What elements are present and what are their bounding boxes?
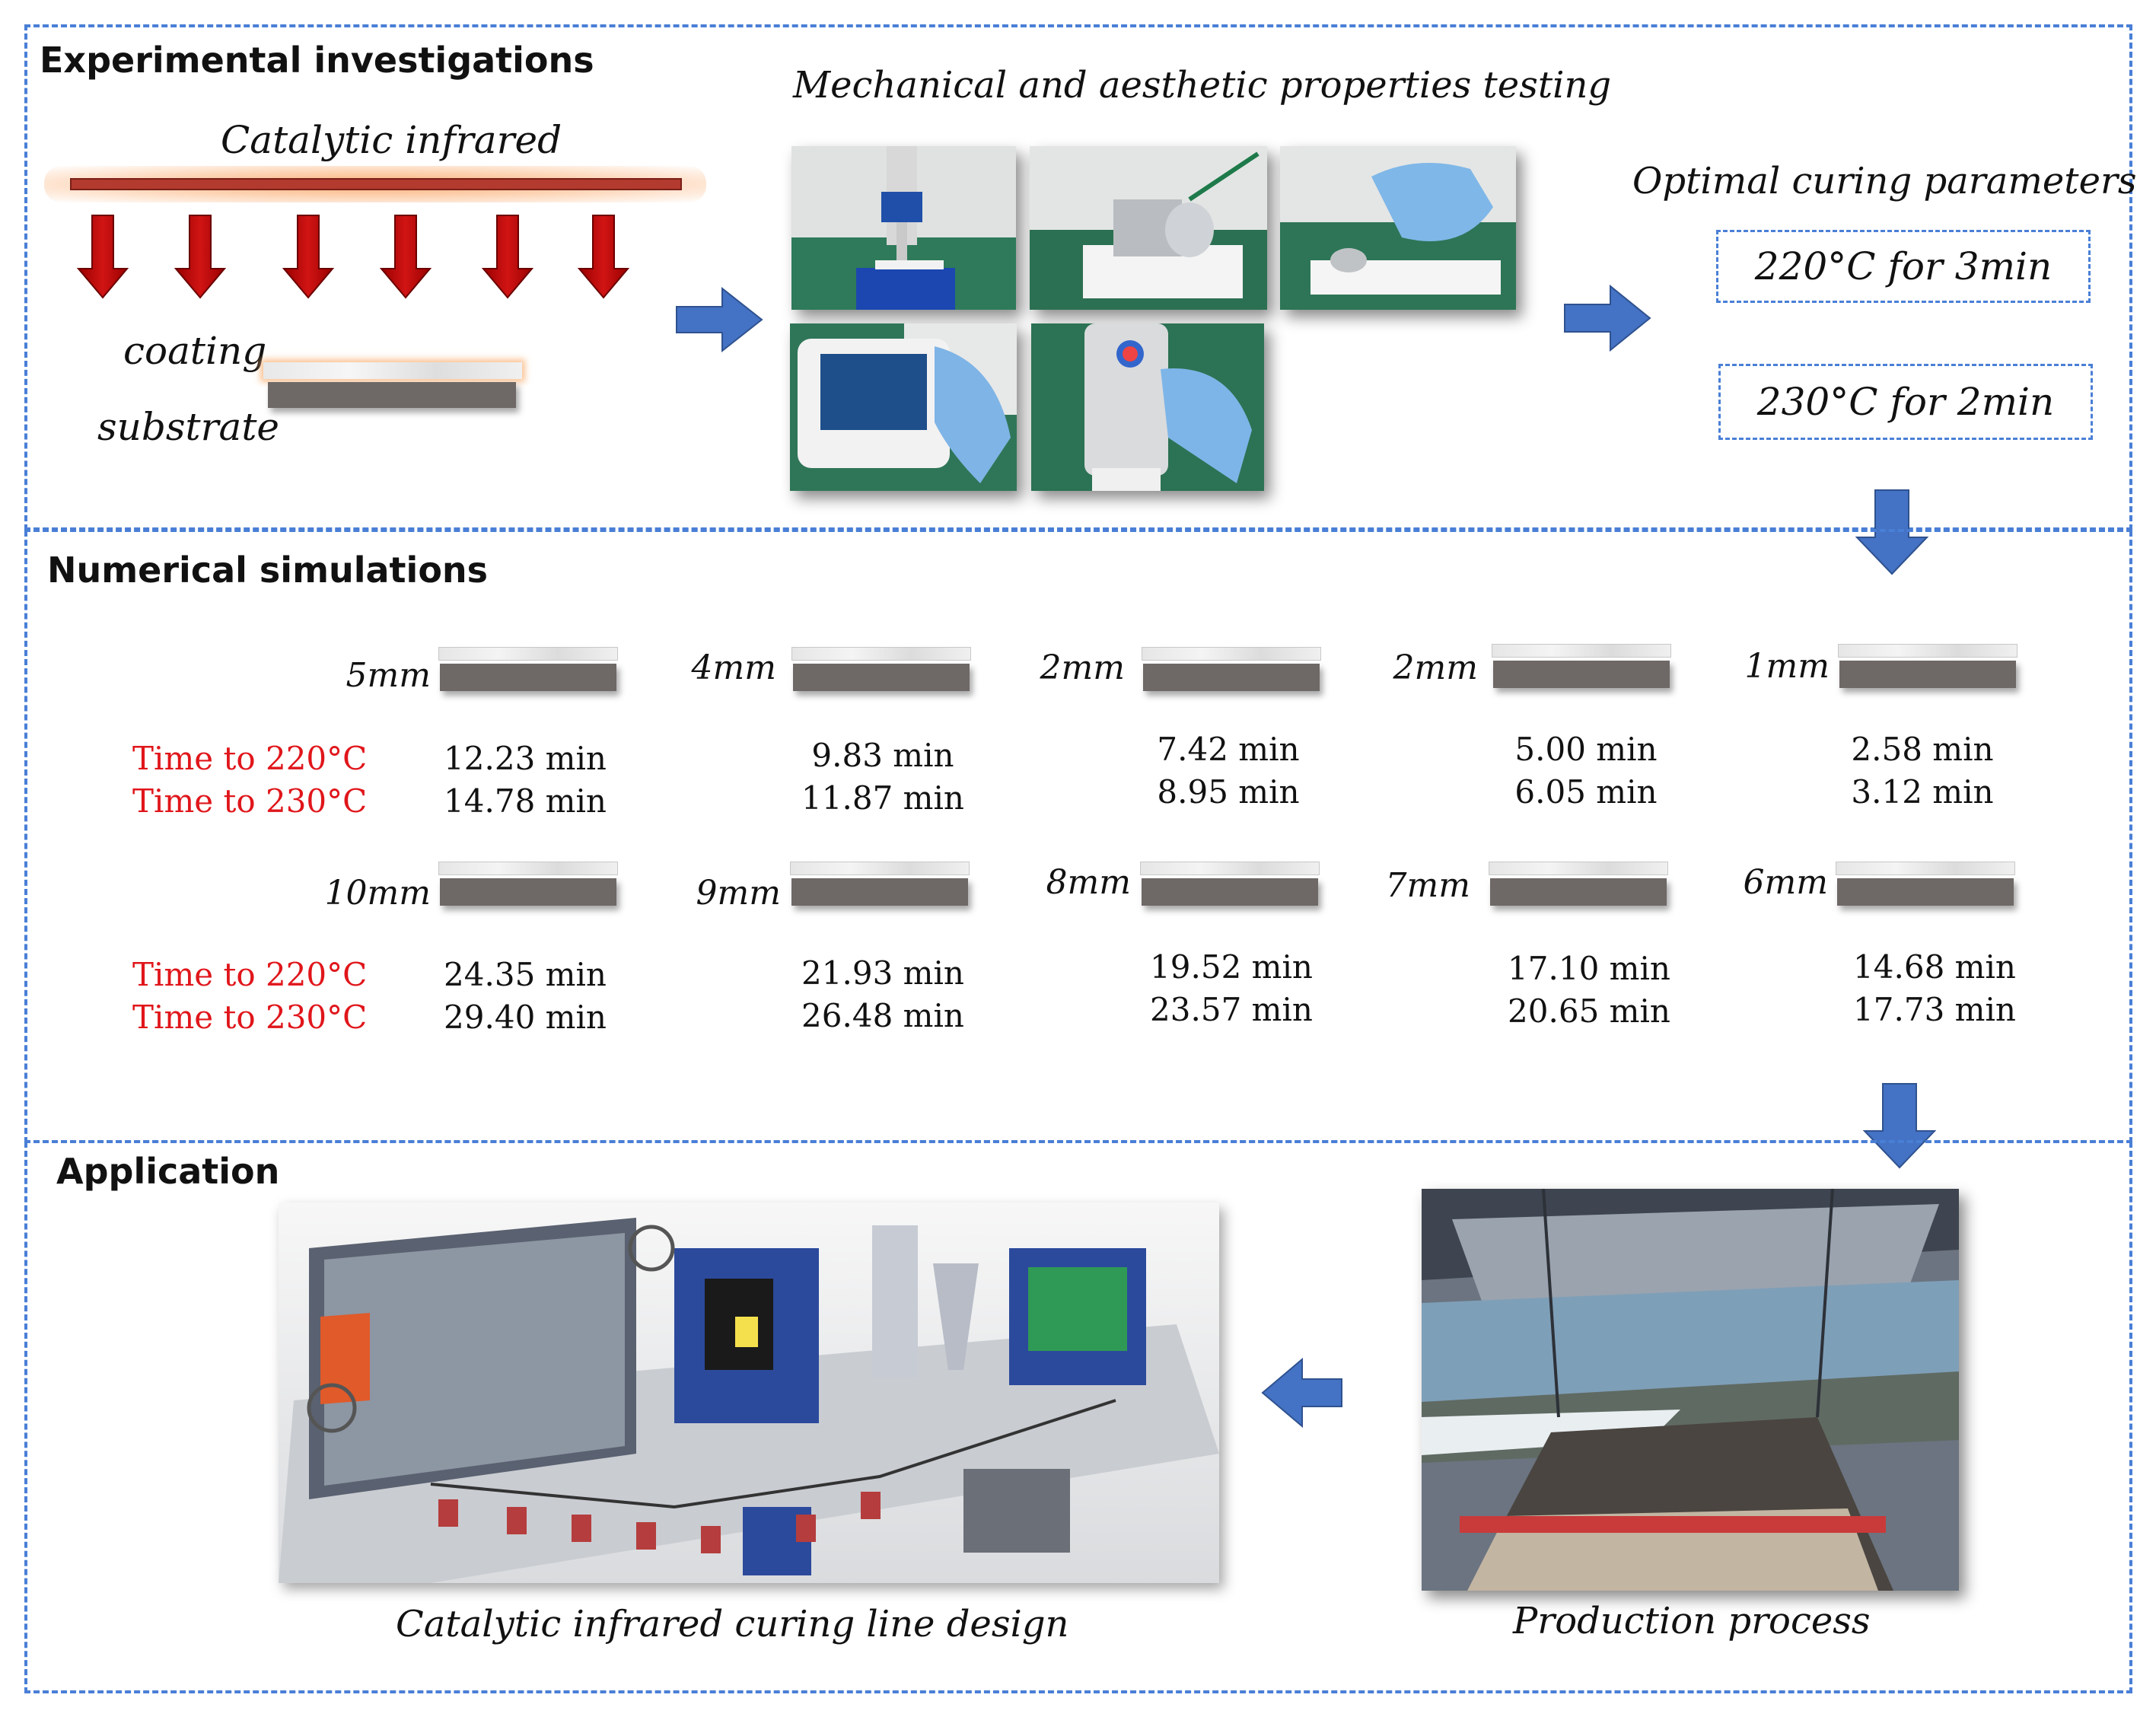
time-220-value: 14.68 min [1853, 948, 2016, 986]
heater-label: Catalytic infrared [221, 118, 562, 162]
optimal-title: Optimal curing parameters [1632, 160, 2137, 202]
sample-panel [1142, 647, 1321, 700]
time-230-value: 29.40 min [444, 999, 607, 1036]
time-220-value: 7.42 min [1157, 731, 1300, 768]
hardness-tester-photo [791, 146, 1016, 310]
sample-panel [790, 862, 970, 915]
thickness-label: 2mm [1393, 648, 1478, 687]
down-arrow-icon [1863, 1083, 1936, 1169]
thickness-label: 10mm [324, 874, 431, 913]
coating-layer [263, 362, 522, 379]
thickness-label: 1mm [1744, 647, 1830, 686]
left-arrow-icon [1261, 1357, 1342, 1429]
divider-line [24, 1140, 2132, 1143]
thickness-label: 8mm [1046, 863, 1131, 902]
substrate-label: substrate [97, 405, 280, 449]
time-220-value: 17.10 min [1508, 950, 1670, 987]
right-arrow-icon [676, 286, 763, 353]
time-230-label: Time to 230°C [132, 782, 368, 820]
param-box-220: 220°C for 3min [1716, 230, 2091, 303]
testing-title: Mechanical and aesthetic properties test… [793, 64, 1612, 107]
thickness-label: 7mm [1385, 866, 1470, 905]
time-220-label: Time to 220°C [132, 740, 368, 777]
spectrophotometer-photo [1031, 323, 1264, 491]
experimental-heading: Experimental investigations [40, 40, 594, 81]
time-220-value: 9.83 min [811, 737, 954, 774]
time-230-value: 26.48 min [801, 997, 964, 1034]
down-arrow-icon [1855, 489, 1928, 575]
colorimeter-photo [790, 323, 1017, 491]
curing-line-render [279, 1203, 1219, 1583]
sample-panel [791, 647, 971, 700]
time-220-value: 24.35 min [444, 956, 607, 993]
adhesion-tester-photo [1030, 146, 1267, 310]
thickness-label: 9mm [696, 874, 781, 913]
time-230-value: 8.95 min [1157, 773, 1300, 811]
time-230-value: 3.12 min [1851, 773, 1994, 811]
numerical-panel [24, 530, 2132, 1143]
thickness-label: 2mm [1040, 648, 1125, 687]
substrate-layer [268, 382, 516, 408]
param-box-230: 230°C for 2min [1718, 364, 2093, 440]
thickness-label: 5mm [346, 656, 431, 695]
heat-arrows [76, 215, 630, 299]
time-220-label: Time to 220°C [132, 956, 368, 993]
time-220-value: 19.52 min [1150, 948, 1313, 986]
coating-label: coating [123, 329, 267, 373]
heat-arrow-icon [76, 215, 630, 299]
gloss-tester-photo [1280, 146, 1516, 310]
heater-bar [70, 178, 682, 190]
application-heading: Application [56, 1151, 280, 1192]
right-arrow-icon [1564, 284, 1651, 352]
sample-panel [1836, 862, 2015, 915]
time-220-value: 12.23 min [444, 740, 607, 777]
divider-line [24, 529, 2132, 532]
sample-panel [1838, 644, 2017, 697]
time-230-value: 20.65 min [1508, 992, 1670, 1030]
sample-panel [1492, 644, 1671, 697]
time-220-value: 21.93 min [801, 954, 964, 992]
time-230-value: 14.78 min [444, 782, 607, 820]
thickness-label: 4mm [691, 648, 776, 687]
time-230-value: 17.73 min [1853, 991, 2016, 1028]
numerical-heading: Numerical simulations [47, 550, 489, 591]
time-220-value: 2.58 min [1851, 731, 1994, 768]
time-230-label: Time to 230°C [132, 999, 368, 1036]
production-caption: Production process [1513, 1600, 1871, 1642]
sample-panel [1489, 862, 1668, 915]
time-220-value: 5.00 min [1514, 731, 1658, 768]
application-panel [24, 1142, 2132, 1693]
time-230-value: 6.05 min [1514, 773, 1658, 811]
sample-panel [1140, 862, 1320, 915]
sample-panel [438, 862, 618, 915]
thickness-label: 6mm [1743, 863, 1828, 902]
sample-panel [438, 647, 618, 700]
production-process-photo [1422, 1189, 1959, 1591]
time-230-value: 23.57 min [1150, 991, 1313, 1028]
time-230-value: 11.87 min [801, 779, 964, 817]
line-design-caption: Catalytic infrared curing line design [396, 1603, 1069, 1645]
